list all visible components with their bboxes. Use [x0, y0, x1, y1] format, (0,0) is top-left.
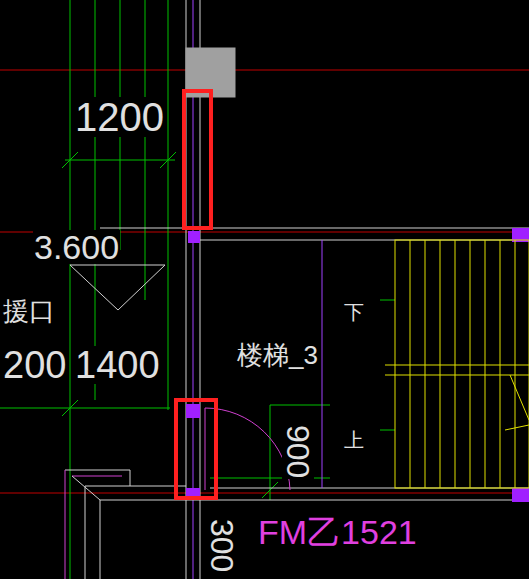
stair-direction: 上	[343, 430, 365, 450]
room-note: 援口	[2, 298, 56, 324]
door-code: FM乙1521	[257, 515, 418, 549]
dimension: 200	[2, 346, 67, 384]
stair-tread	[425, 240, 426, 488]
dimension: 1400	[74, 346, 161, 384]
elevation-mark: 3.600	[33, 230, 120, 264]
stair-tread	[470, 240, 471, 488]
stair-tread	[410, 240, 411, 488]
stair-tread	[440, 240, 441, 488]
stair-direction: 下	[343, 302, 365, 322]
stair-tread	[515, 240, 516, 488]
stair-tread	[485, 240, 486, 488]
dimension: 900	[282, 424, 314, 479]
stair-name: 楼梯_3	[236, 342, 319, 368]
stair-tread	[500, 240, 501, 488]
stair-tread	[455, 240, 456, 488]
dimension: 300	[206, 518, 238, 573]
dimension: 1200	[74, 97, 165, 137]
